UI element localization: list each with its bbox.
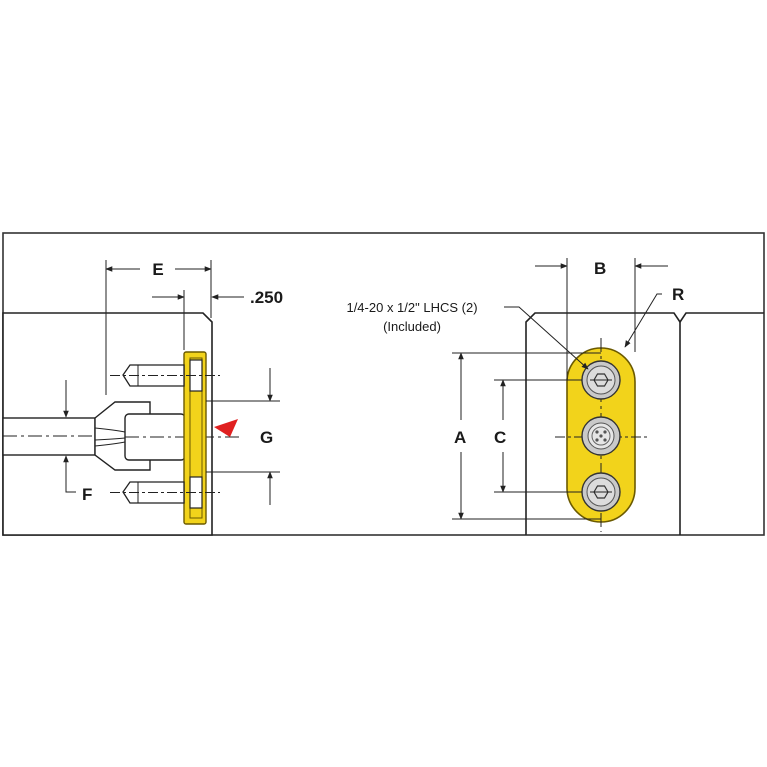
- label-b: B: [594, 259, 606, 278]
- label-a: A: [454, 428, 466, 447]
- front-view: A C B R 1/4-20 x 1/2" LHCS (2) (Included…: [346, 258, 764, 535]
- front-block: [525, 312, 764, 535]
- label-e: E: [152, 260, 163, 279]
- label-g: G: [260, 428, 273, 447]
- label-c: C: [494, 428, 506, 447]
- screw-note-line1: 1/4-20 x 1/2" LHCS (2): [346, 300, 477, 315]
- label-r: R: [672, 285, 684, 304]
- round-connector-icon: [581, 416, 621, 456]
- side-screw-bottom: [110, 476, 220, 509]
- screw-note-line2: (Included): [383, 319, 441, 334]
- label-f: F: [82, 485, 92, 504]
- screw-top: [581, 360, 621, 400]
- triangle-marker-icon: [214, 419, 238, 437]
- label-250: .250: [250, 288, 283, 307]
- screw-bottom: [581, 472, 621, 512]
- side-screw-top: [110, 359, 220, 392]
- side-view: E .250 G F: [2, 260, 283, 536]
